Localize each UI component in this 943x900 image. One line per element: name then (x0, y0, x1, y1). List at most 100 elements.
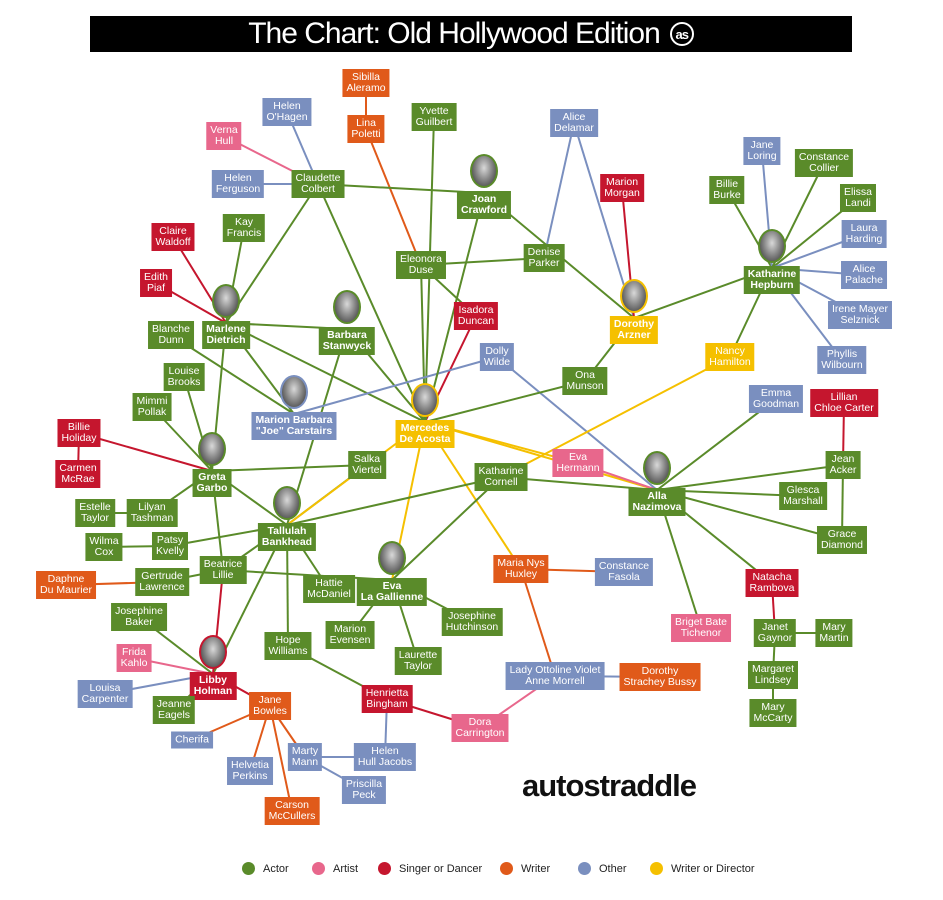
node-claudette: Claudette Colbert (291, 170, 345, 198)
node-helenoh: Helen O'Hagen (262, 98, 312, 126)
node-maria: Maria Nys Huxley (493, 555, 549, 583)
node-hattie: Hattie McDaniel (303, 575, 355, 603)
edge-nancy-katharine_c (500, 356, 731, 478)
node-hope: Hope Williams (264, 632, 312, 660)
node-marion_c: Marion Barbara "Joe" Carstairs (251, 412, 337, 440)
node-alice_p: Alice Palache (841, 261, 887, 289)
node-helvetia: Helvetia Perkins (227, 757, 273, 785)
node-marty: Marty Mann (287, 743, 323, 771)
node-kay: Kay Francis (222, 214, 266, 242)
legend-dot-icon (378, 862, 391, 875)
node-dolly: Dolly Wilde (479, 343, 515, 371)
node-frida: Frida Kahlo (116, 644, 152, 672)
node-jean: Jean Acker (825, 451, 861, 479)
legend-label: Writer (521, 862, 551, 875)
node-eleonora: Eleonora Duse (395, 251, 447, 279)
edge-claudette-joan (317, 183, 485, 194)
portrait-katharine (758, 229, 786, 263)
edge-alice_d-denise (543, 122, 575, 259)
brand-wordmark: autostraddle (522, 768, 697, 803)
portrait-libby (199, 635, 227, 669)
node-salka: Salka Viertel (348, 451, 386, 479)
node-daphne: Daphne Du Maurier (36, 571, 96, 599)
node-natacha: Natacha Rambova (745, 569, 799, 597)
node-marlene: Marlene Dietrich (202, 321, 250, 349)
node-carson: Carson McCullers (264, 797, 320, 825)
node-verna: Verna Hull (206, 122, 242, 150)
legend-item-2: Singer or Dancer (378, 862, 482, 875)
chart-title-bar: The Chart: Old Hollywood Edition as (90, 16, 852, 52)
node-jeanne: Jeanne Eagels (152, 696, 196, 724)
node-patsy: Patsy Kvelly (151, 532, 189, 560)
edge-dolly-alla (496, 356, 658, 491)
node-sibilla: Sibilla Aleramo (342, 69, 390, 97)
edge-jane_b-carson (269, 705, 293, 812)
node-louise_b: Louise Brooks (163, 363, 205, 391)
chart-title: The Chart: Old Hollywood Edition (248, 17, 661, 50)
legend-label: Writer or Director (671, 862, 755, 875)
edge-greta-salka (211, 464, 368, 472)
edge-alla-grace (656, 489, 843, 541)
legend-item-1: Artist (312, 862, 358, 875)
node-janet: Janet Gaynor (753, 619, 797, 647)
edge-claudette-marlene (225, 183, 319, 324)
node-briget: Briget Bate Tichenor (671, 614, 731, 642)
node-phyllis: Phyllis Wilbourn (817, 346, 867, 374)
node-barbara: Barbara Stanwyck (318, 327, 376, 355)
node-eva_h: Eva Hermann (552, 449, 604, 477)
node-priscilla: Priscilla Peck (341, 776, 387, 804)
node-helenf: Helen Ferguson (211, 170, 265, 198)
node-constance_c: Constance Collier (794, 149, 854, 177)
node-ottoline: Lady Ottoline Violet Anne Morrell (505, 662, 605, 690)
edge-ona-mercedes (424, 380, 586, 423)
portrait-joan (470, 154, 498, 188)
edge-dolly-marion_c (293, 356, 498, 415)
portrait-mercedes (411, 383, 439, 417)
node-mercedes: Mercedes De Acosta (395, 420, 455, 448)
portrait-marion_c (280, 375, 308, 409)
node-lilyan: Lilyan Tashman (126, 499, 178, 527)
node-wilma: Wilma Cox (85, 533, 123, 561)
node-tallulah: Tallulah Bankhead (257, 523, 317, 551)
node-greta: Greta Garbo (192, 469, 232, 497)
node-constance_f: Constance Fasola (594, 558, 654, 586)
legend-label: Artist (333, 862, 359, 875)
node-billie_b: Billie Burke (709, 176, 745, 204)
node-louisa: Louisa Carpenter (77, 680, 133, 708)
edge-tallulah-katharine_c (286, 476, 502, 526)
edge-alla-jean (656, 464, 844, 491)
node-emma: Emma Goodman (748, 385, 804, 413)
node-joan: Joan Crawford (456, 191, 512, 219)
node-estelle: Estelle Taylor (75, 499, 115, 527)
portrait-alla (643, 451, 671, 485)
node-marion_m: Marion Morgan (600, 174, 644, 202)
node-katharine: Katharine Hepburn (743, 266, 801, 294)
legend-item-4: Other (578, 862, 627, 875)
legend-dot-icon (312, 862, 325, 875)
node-alla: Alla Nazimova (628, 488, 686, 516)
edge-alla-emma (656, 398, 777, 491)
portrait-barbara (333, 290, 361, 324)
node-carmen: Carmen McRae (55, 460, 101, 488)
node-nancy: Nancy Hamilton (705, 343, 755, 371)
edge-eva_lg-katharine_c (391, 476, 502, 581)
legend-label: Other (599, 862, 627, 875)
node-katharine_c: Katharine Cornell (474, 463, 528, 491)
node-edith: Edith Piaf (140, 269, 172, 297)
legend-item-3: Writer (500, 862, 550, 875)
node-lillian: Lillian Chloe Carter (810, 389, 878, 417)
node-laurette: Laurette Taylor (394, 647, 442, 675)
portrait-greta (198, 432, 226, 466)
node-helen_hj: Helen Hull Jacobs (353, 743, 417, 771)
node-margaret: Margaret Lindsey (747, 661, 799, 689)
edge-marlene-mercedes (225, 322, 426, 423)
node-dorothy_a: Dorothy Arzner (609, 316, 659, 344)
node-yvette: Yvette Guilbert (411, 103, 457, 131)
node-glesca: Glesca Marshall (779, 482, 827, 510)
node-mimmi: Mimmi Pollak (132, 393, 172, 421)
node-mary_mc: Mary McCarty (749, 699, 797, 727)
node-libby: Libby Holman (189, 672, 237, 700)
autostraddle-logo-icon: as (669, 22, 694, 46)
node-henrietta: Henrietta Bingham (361, 685, 413, 713)
